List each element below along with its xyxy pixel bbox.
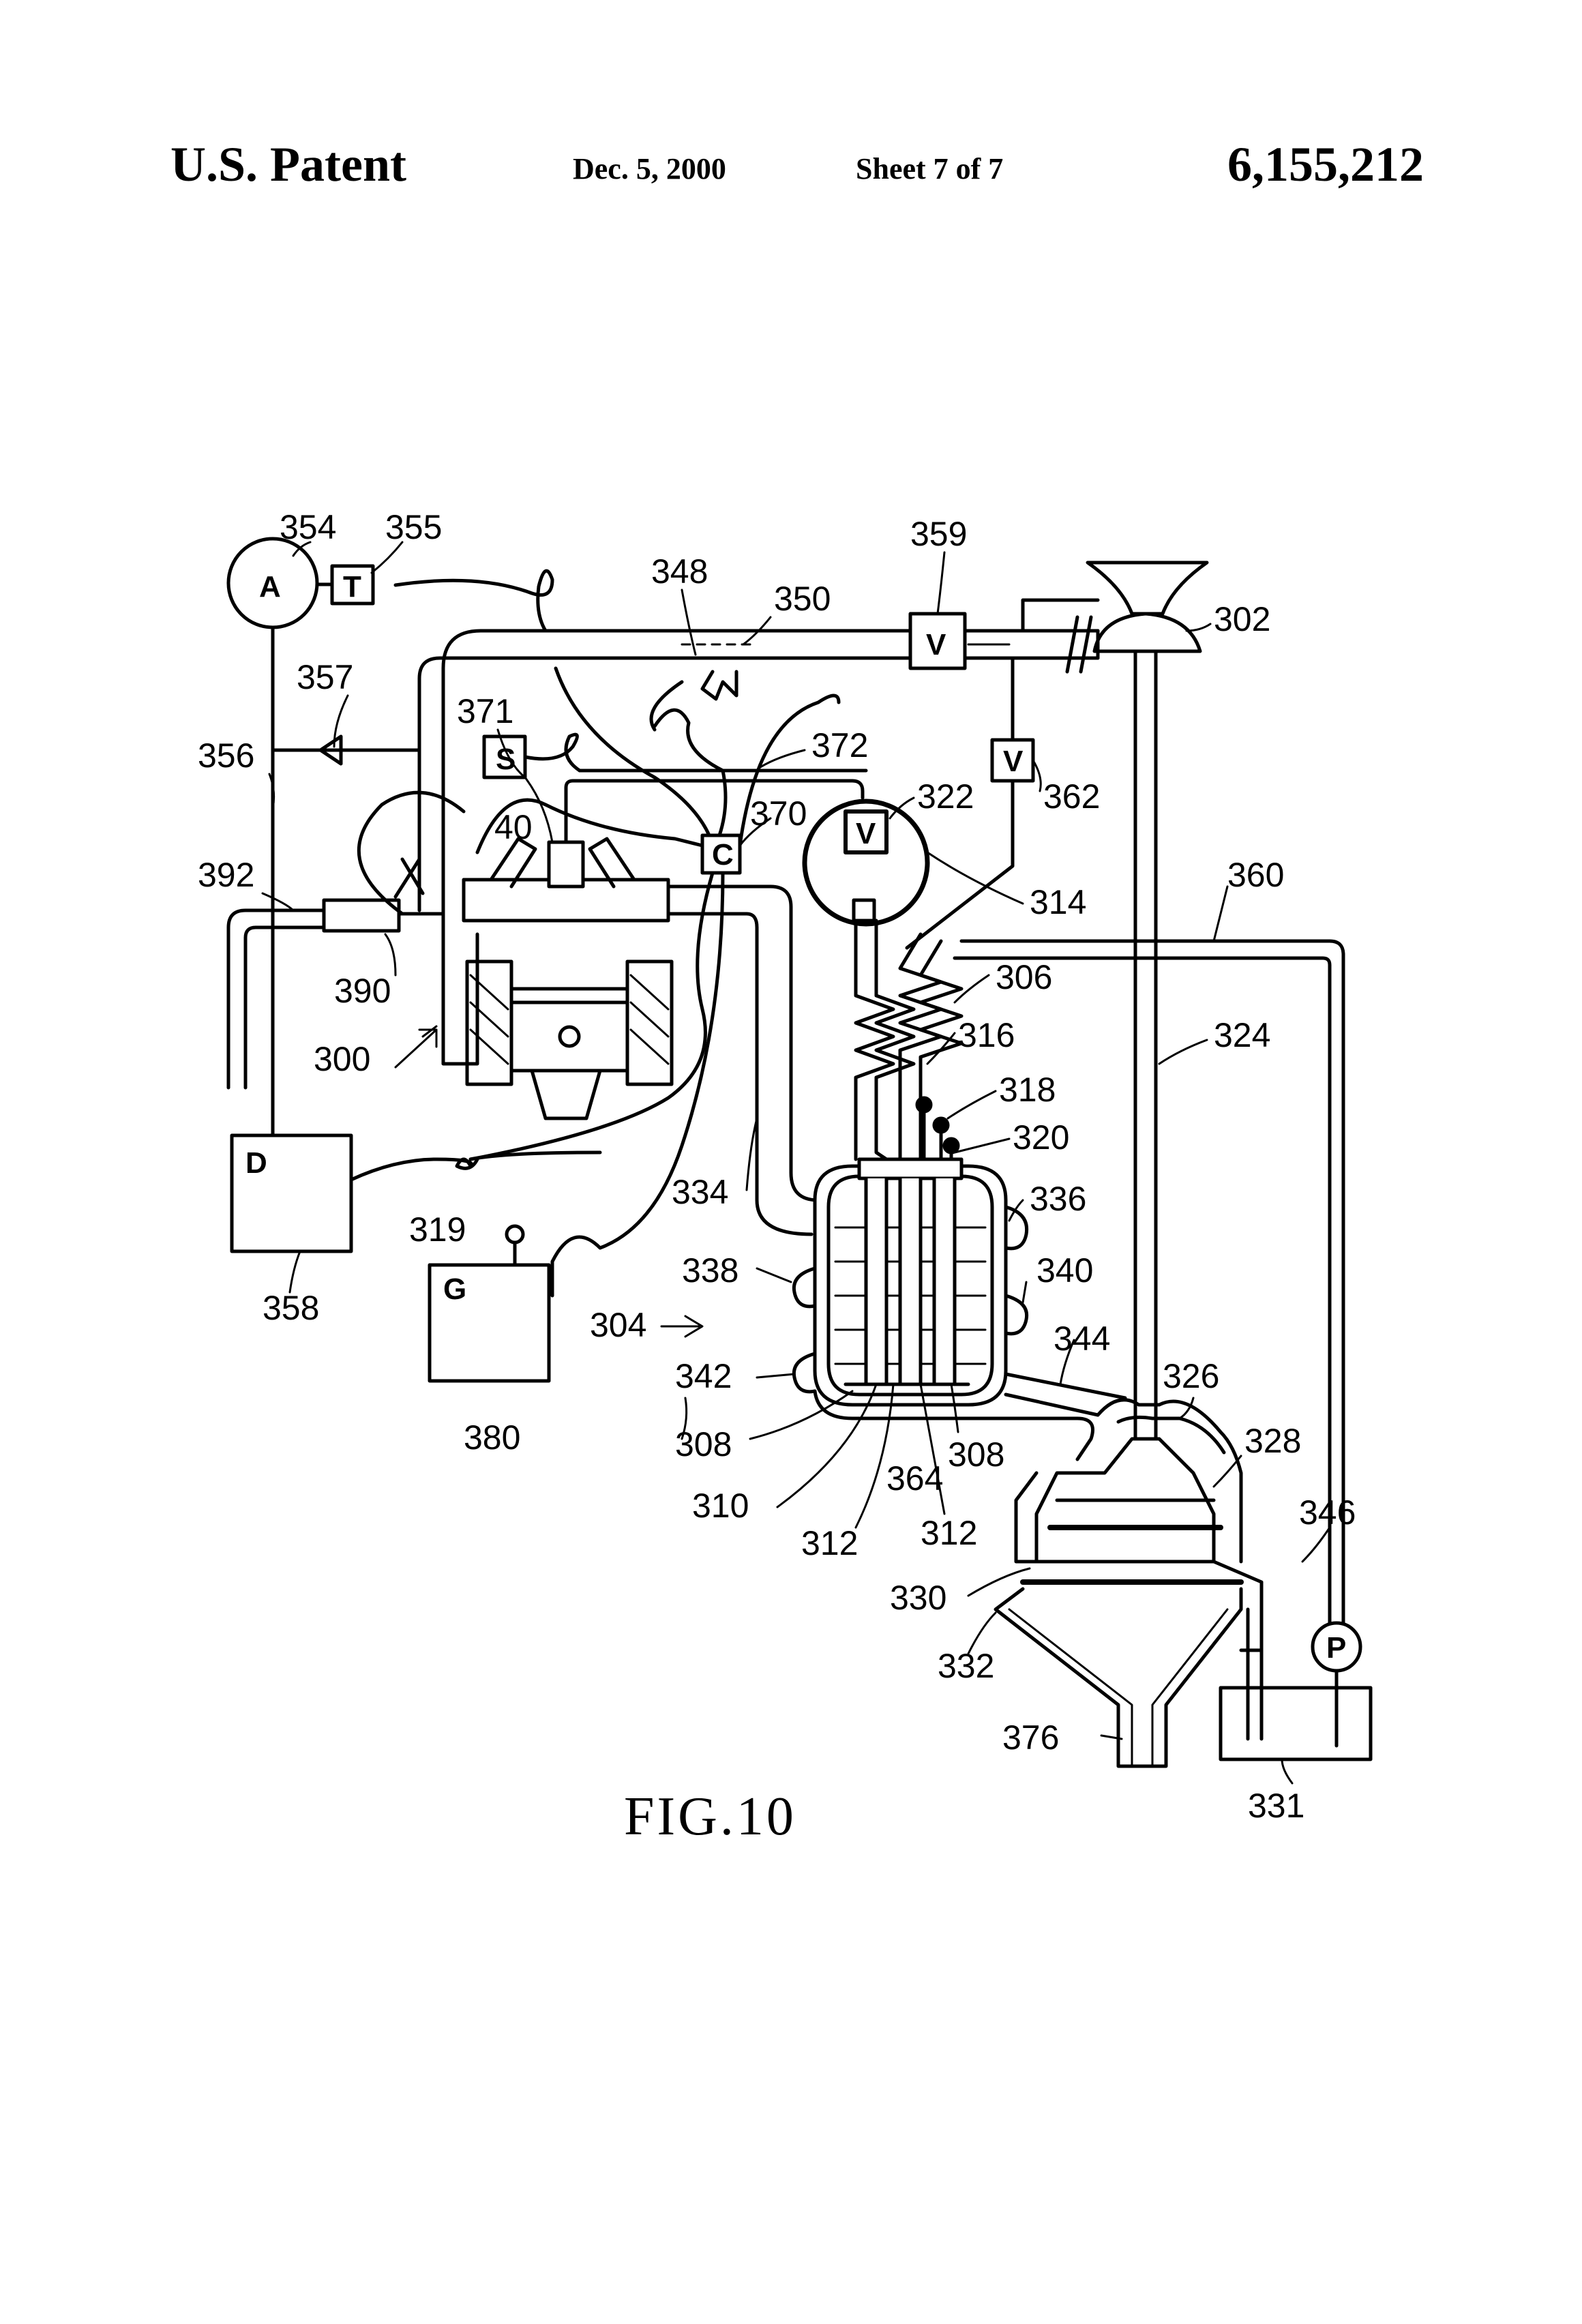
ref-310: 310 — [692, 1487, 749, 1525]
ref-392: 392 — [198, 856, 254, 894]
wire-d-extra — [471, 1152, 600, 1159]
ref-340: 340 — [1036, 1251, 1093, 1290]
label-v-322: V — [856, 817, 876, 850]
ref-346: 346 — [1299, 1493, 1356, 1532]
ref-336: 336 — [1030, 1180, 1086, 1218]
valve-348 — [702, 672, 736, 699]
probe-316 — [917, 1098, 931, 1112]
ref-40: 40 — [494, 808, 533, 846]
funnel-302 — [1088, 563, 1207, 614]
ref-318: 318 — [999, 1071, 1056, 1109]
ref-319: 319 — [409, 1210, 466, 1249]
ref-302: 302 — [1214, 600, 1270, 638]
ref-326: 326 — [1163, 1357, 1219, 1395]
exhaust-pipe-outer — [668, 887, 818, 1200]
ref-320: 320 — [1013, 1118, 1069, 1157]
bump-342 — [794, 1354, 815, 1392]
label-c: C — [712, 838, 734, 872]
bump-338 — [794, 1268, 815, 1307]
wire-c-1 — [556, 668, 709, 835]
ref-312-a: 312 — [801, 1524, 858, 1562]
pipe-break-mark — [1067, 617, 1077, 672]
pipe-392-a — [228, 910, 324, 1088]
line-372 — [566, 781, 863, 805]
electrode-312-b — [934, 1178, 955, 1384]
label-v-362: V — [1003, 745, 1024, 778]
ref-304: 304 — [590, 1306, 646, 1344]
ref-362: 362 — [1043, 777, 1100, 816]
ref-324: 324 — [1214, 1016, 1270, 1054]
cylinder-wall-left — [467, 962, 511, 1084]
ref-364: 364 — [886, 1459, 943, 1498]
ref-331: 331 — [1248, 1787, 1304, 1825]
terminal-319 — [507, 1226, 523, 1242]
ref-357: 357 — [297, 658, 353, 696]
ref-348: 348 — [651, 552, 708, 591]
label-t: T — [343, 570, 361, 604]
probe-318 — [934, 1118, 948, 1132]
ref-390: 390 — [334, 972, 391, 1010]
ref-360: 360 — [1227, 856, 1284, 894]
ref-334: 334 — [672, 1173, 728, 1211]
pipe-break-mark-2 — [1081, 617, 1091, 672]
ref-355: 355 — [385, 508, 442, 546]
ref-338: 338 — [682, 1251, 738, 1290]
reservoir-outlet — [854, 900, 874, 921]
tank-331 — [1221, 1688, 1371, 1759]
cylinder-wall-right — [627, 962, 672, 1084]
ref-344: 344 — [1054, 1320, 1110, 1358]
wire-c-3 — [655, 710, 726, 835]
wire-loop-left — [359, 792, 464, 914]
label-g: G — [443, 1272, 466, 1306]
wire-t — [395, 571, 552, 631]
ref-358: 358 — [263, 1289, 319, 1327]
probe-320 — [944, 1139, 958, 1152]
bump-336 — [1006, 1207, 1027, 1249]
ref-371: 371 — [457, 692, 513, 730]
ref-376: 376 — [1002, 1718, 1059, 1757]
electrode-308 — [866, 1178, 886, 1384]
ref-342: 342 — [675, 1357, 732, 1395]
ref-372: 372 — [811, 726, 868, 764]
ref-308-b: 308 — [948, 1435, 1004, 1474]
ref-356: 356 — [198, 736, 254, 775]
pipe-392-b — [245, 927, 324, 1088]
funnel-bowl — [1094, 614, 1200, 651]
ref-300: 300 — [314, 1040, 370, 1078]
injector-390 — [324, 900, 399, 931]
label-d: D — [245, 1146, 267, 1180]
ref-328: 328 — [1244, 1422, 1301, 1460]
ref-312-b: 312 — [921, 1514, 977, 1552]
ref-354: 354 — [280, 508, 336, 546]
connecting-rod — [532, 1071, 600, 1118]
ref-350: 350 — [774, 580, 831, 618]
ref-322: 322 — [917, 777, 974, 816]
ref-332: 332 — [938, 1647, 994, 1685]
ref-316: 316 — [958, 1016, 1015, 1054]
wire-d — [351, 1159, 477, 1180]
injector-40 — [549, 842, 583, 887]
label-a: A — [259, 570, 281, 604]
ref-359: 359 — [910, 515, 967, 553]
ref-314: 314 — [1030, 883, 1086, 921]
engine-block-left — [443, 910, 477, 1064]
separator-wall-left — [1016, 1473, 1036, 1562]
pipe-344 — [1006, 1374, 1125, 1415]
label-s: S — [496, 743, 516, 776]
ref-370: 370 — [750, 794, 807, 833]
figure-caption: FIG.10 — [624, 1787, 796, 1847]
label-v-359: V — [926, 628, 946, 661]
ref-306: 306 — [996, 958, 1052, 996]
ref-308-a: 308 — [675, 1425, 732, 1463]
ref-380: 380 — [464, 1418, 520, 1457]
vessel-cap — [859, 1159, 961, 1178]
pipe-to-funnel — [1023, 600, 1098, 631]
label-p: P — [1326, 1631, 1346, 1665]
ref-330: 330 — [890, 1579, 946, 1617]
electrode-312 — [900, 1178, 921, 1384]
